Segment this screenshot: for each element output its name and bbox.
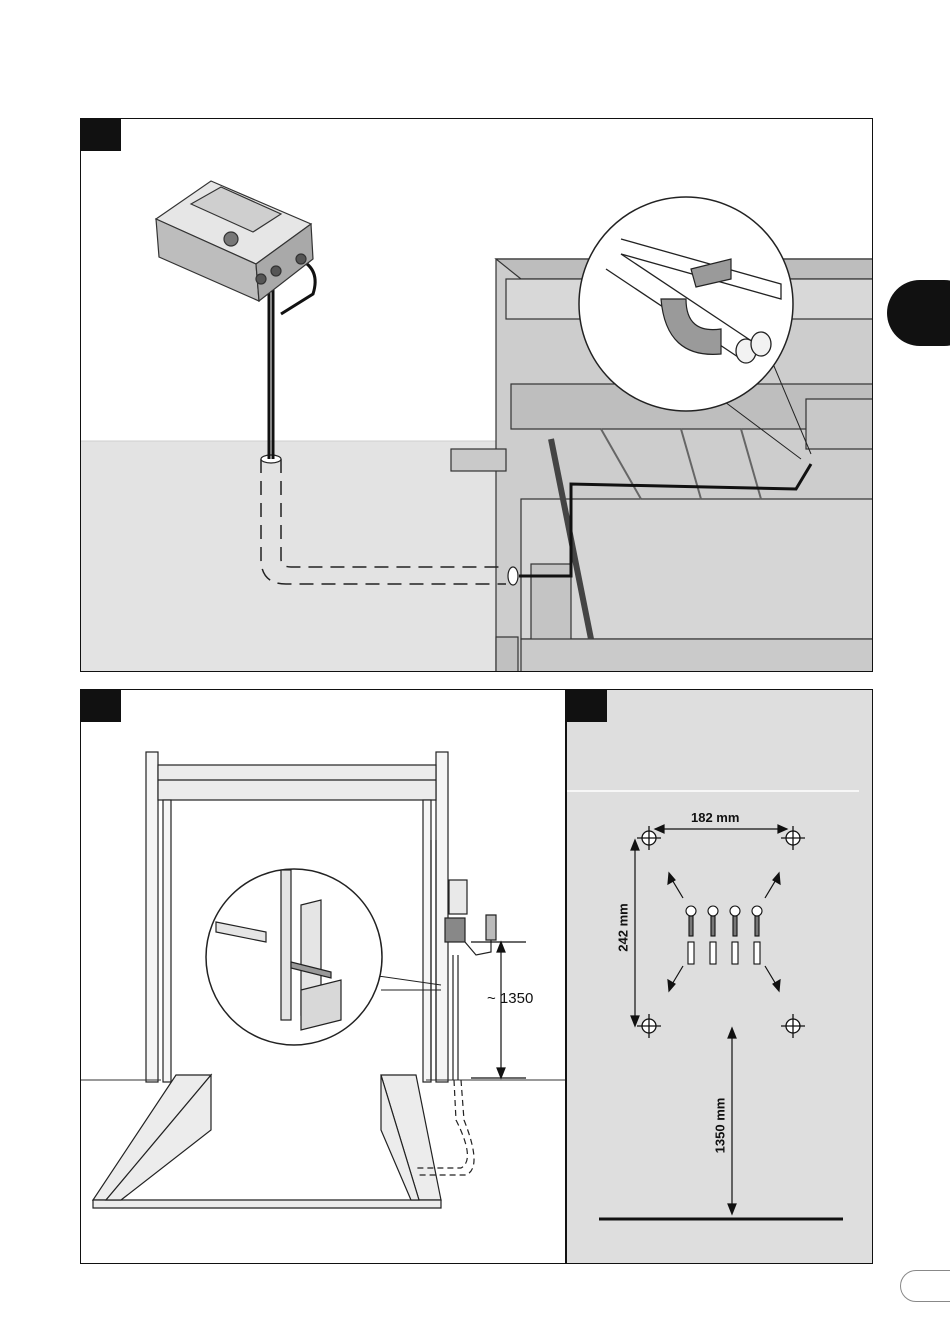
chapter-tab [887,280,950,346]
panel-cable-routing [80,118,873,672]
floor-distance-label: 1350 mm [713,1090,728,1162]
panel-number-tag [81,119,121,151]
floor-distance-dimension [728,1028,736,1214]
screws-and-plugs [686,906,762,964]
height-dimension-label: 242 mm [616,897,631,959]
panel-number-tag [81,690,121,722]
drill-hole-bottom-left [637,1014,661,1038]
control-box [156,181,313,301]
height-dimension [471,942,526,1078]
drill-hole-bottom-right [781,1014,805,1038]
drilling-template-diagram [567,690,873,1264]
panel-installation-height: ~ 1350 [80,689,566,1264]
width-dimension-label: 182 mm [691,810,739,825]
floor-pit-frame [93,1075,441,1208]
screw-set-2 [708,906,718,964]
width-dimension [655,825,787,833]
direction-arrows [668,873,780,991]
drill-holes [637,826,805,1038]
panel-number-tag [567,690,607,722]
screw-set-1 [686,906,696,964]
page-number-oval [900,1270,950,1302]
height-dimension [631,840,639,1026]
wall-control-unit [445,880,496,955]
anchor-detail-zoom [206,869,441,1045]
screw-set-3 [730,906,740,964]
panel-drilling-template: 182 mm 242 mm 1350 mm [566,689,873,1264]
approx-height-label: ~ 1350 [487,990,533,1007]
screw-set-4 [752,906,762,964]
installation-illustration [81,690,566,1264]
cable-routing-illustration [81,119,873,672]
